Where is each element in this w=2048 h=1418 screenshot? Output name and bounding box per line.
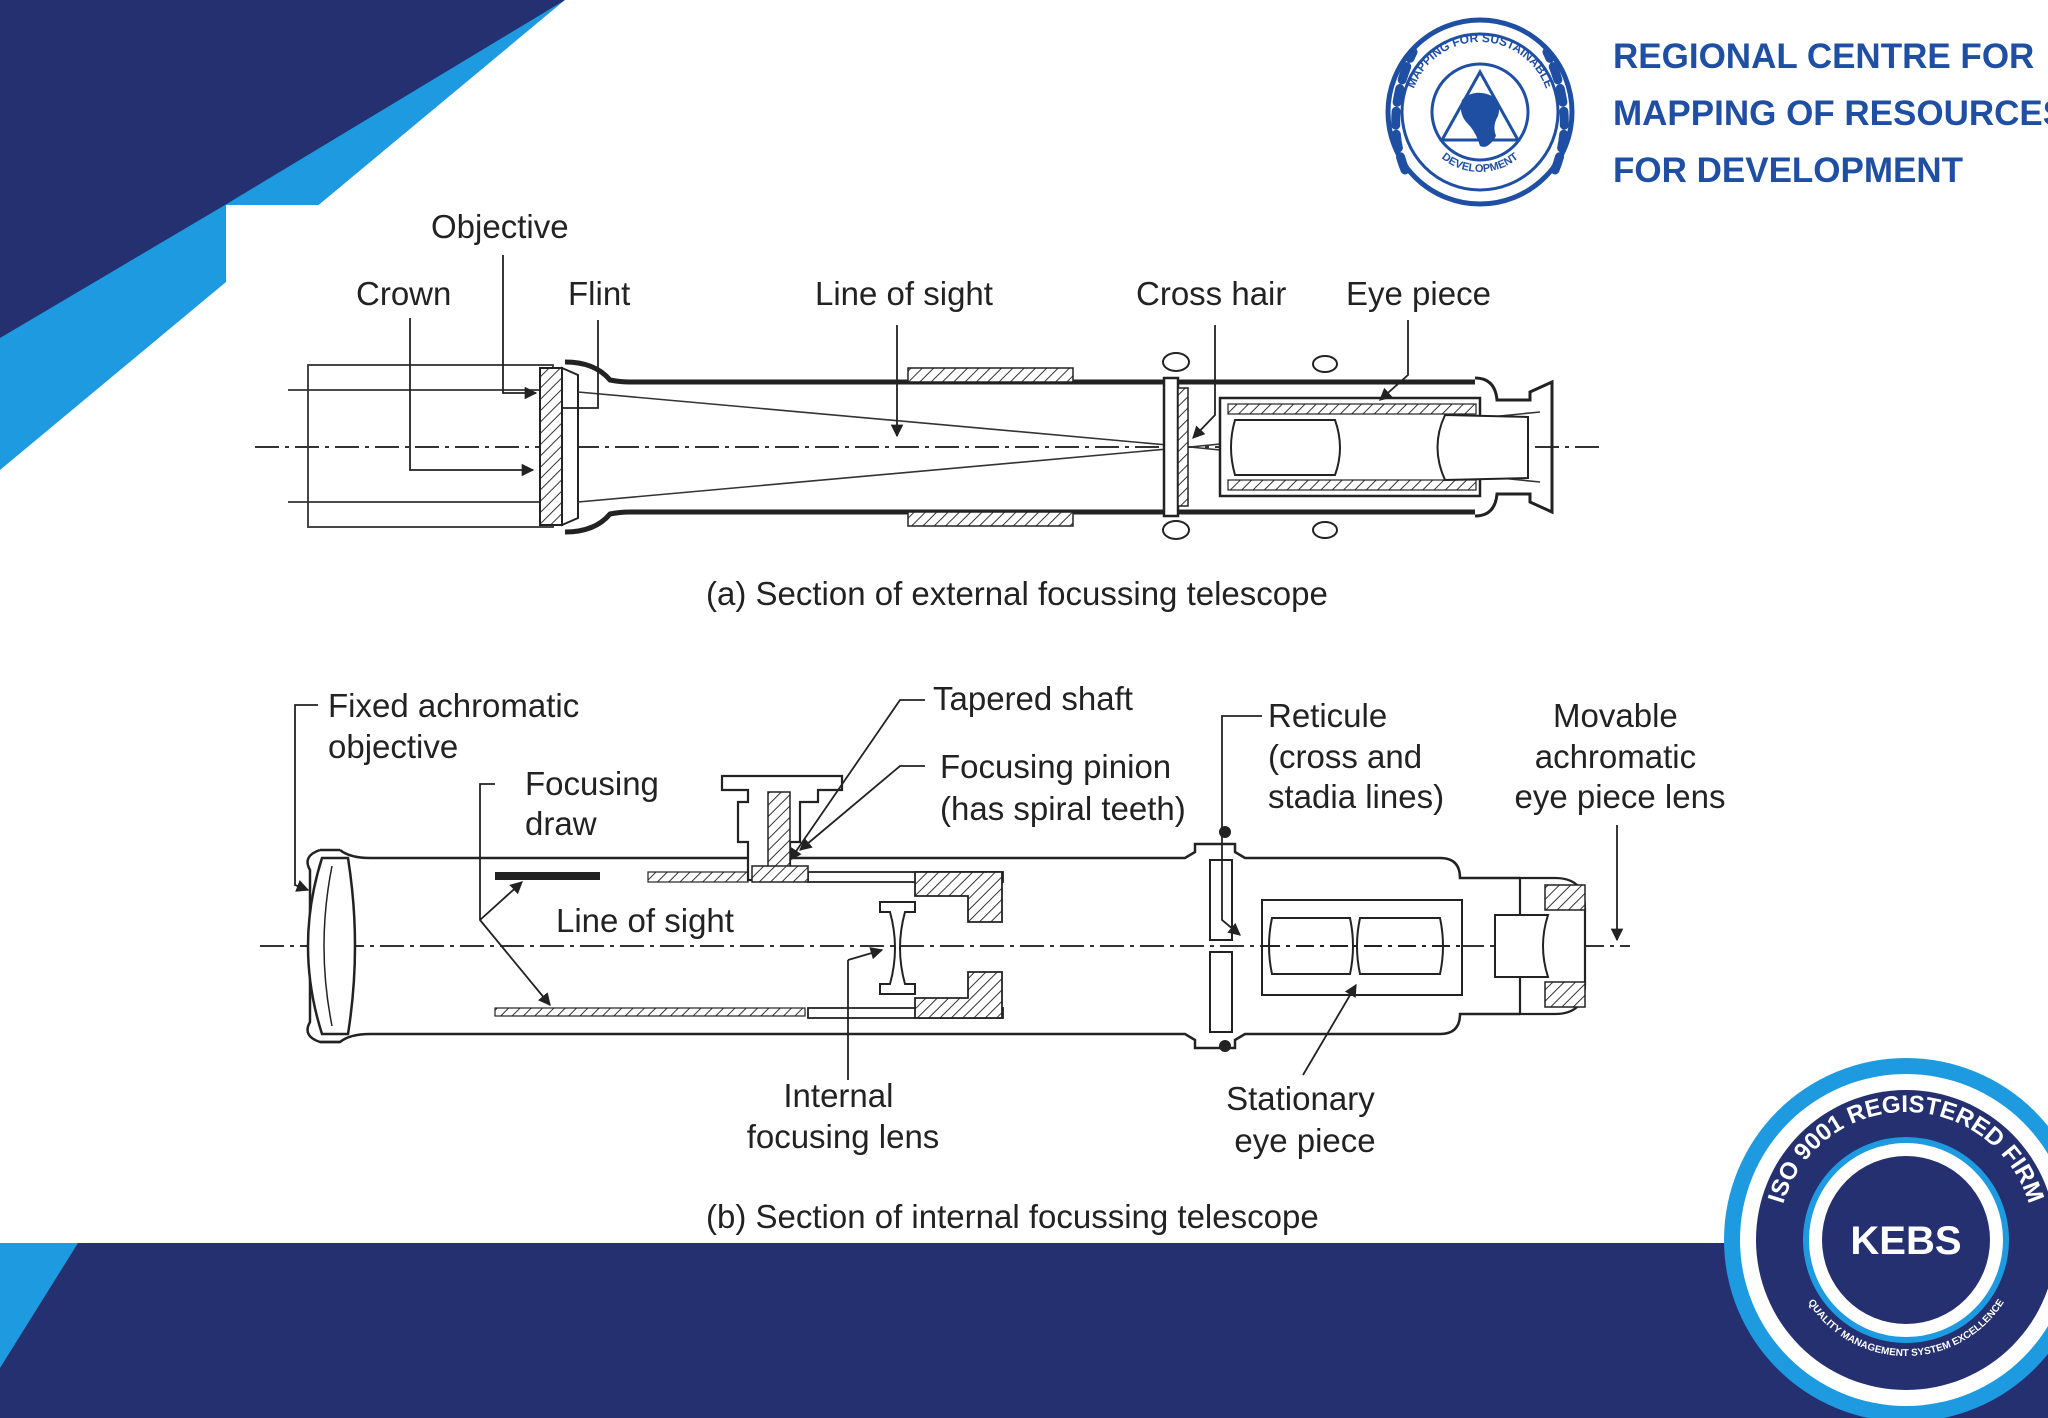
footer-navy-band (0, 1243, 2048, 1418)
corner-navy-band (0, 0, 565, 338)
organisation-seal: MAPPING FOR SUSTAINABLE DEVELOPMENT (1385, 17, 1575, 207)
focusing-draw-tube (494, 871, 1004, 1019)
footer-sky-accent (0, 1243, 78, 1368)
label-objective: Objective (431, 208, 569, 245)
label-flint: Flint (568, 275, 630, 312)
caption-external-telescope: (a) Section of external focussing telesc… (706, 575, 1328, 612)
org-name-line-1: REGIONAL CENTRE FOR (1613, 37, 2034, 76)
diagram-internal-telescope: Fixed achromatic objective Focusing draw… (260, 680, 1725, 1235)
focusing-collar (907, 367, 1074, 527)
bottom-footer-band (0, 1243, 2048, 1418)
org-name-line-3: FOR DEVELOPMENT (1613, 151, 1963, 190)
label-focusing-draw: Focusing draw (525, 765, 668, 842)
organisation-logo: MAPPING FOR SUSTAINABLE DEVELOPMENT REGI… (1385, 17, 2048, 207)
label-reticule: Reticule (cross and stadia lines) (1268, 697, 1444, 815)
diagram-external-telescope: Objective Crown Flint Line of sight Cros… (255, 208, 1605, 612)
telescope-tube (564, 359, 1475, 535)
label-cross-hair: Cross hair (1136, 275, 1286, 312)
label-internal-focusing-lens: Internal focusing lens (747, 1077, 940, 1155)
label-crown: Crown (356, 275, 451, 312)
label-movable-achromatic-eyepiece: Movable achromatic eye piece lens (1515, 697, 1726, 815)
badge-center-text: KEBS (1850, 1219, 1961, 1263)
label-eye-piece: Eye piece (1346, 275, 1491, 312)
eyepiece-assembly (1218, 376, 1554, 518)
objective-lens (539, 366, 579, 527)
label-stationary-eyepiece: Stationary eye piece (1226, 1080, 1384, 1159)
telescope-body-b (306, 842, 1520, 1050)
diagram-backdrop (226, 205, 456, 355)
label-line-of-sight: Line of sight (815, 275, 993, 312)
label-focusing-pinion: Focusing pinion (has spiral teeth) (940, 748, 1186, 827)
reticule-diaphragm (1209, 826, 1233, 1052)
top-left-corner-decoration (0, 0, 565, 470)
internal-focusing-lens (879, 901, 916, 995)
caption-internal-telescope: (b) Section of internal focussing telesc… (706, 1198, 1319, 1235)
stationary-eyepiece (1261, 899, 1463, 996)
rack-and-pinion (720, 774, 844, 883)
badge-inner-disc (1822, 1156, 1990, 1324)
africa-map-icon (1460, 92, 1500, 147)
laurel-wreath-icon (1391, 47, 1569, 175)
label-tapered-shaft: Tapered shaft (933, 680, 1133, 717)
fixed-objective-lens (306, 856, 357, 1036)
leader-lines-a (409, 255, 1409, 477)
label-fixed-achromatic-objective: Fixed achromatic objective (328, 687, 588, 765)
org-name-line-2: MAPPING OF RESOURCES (1613, 94, 2048, 133)
label-line-of-sight-b: Line of sight (556, 902, 734, 939)
cross-hair-diaphragm (1162, 352, 1338, 540)
leader-lines-b (294, 699, 1624, 1080)
kebs-certification-badge: ISO 9001 REGISTERED FIRM QUALITY MANAGEM… (1724, 1058, 2048, 1418)
movable-eyepiece-lens (1494, 876, 1587, 1016)
